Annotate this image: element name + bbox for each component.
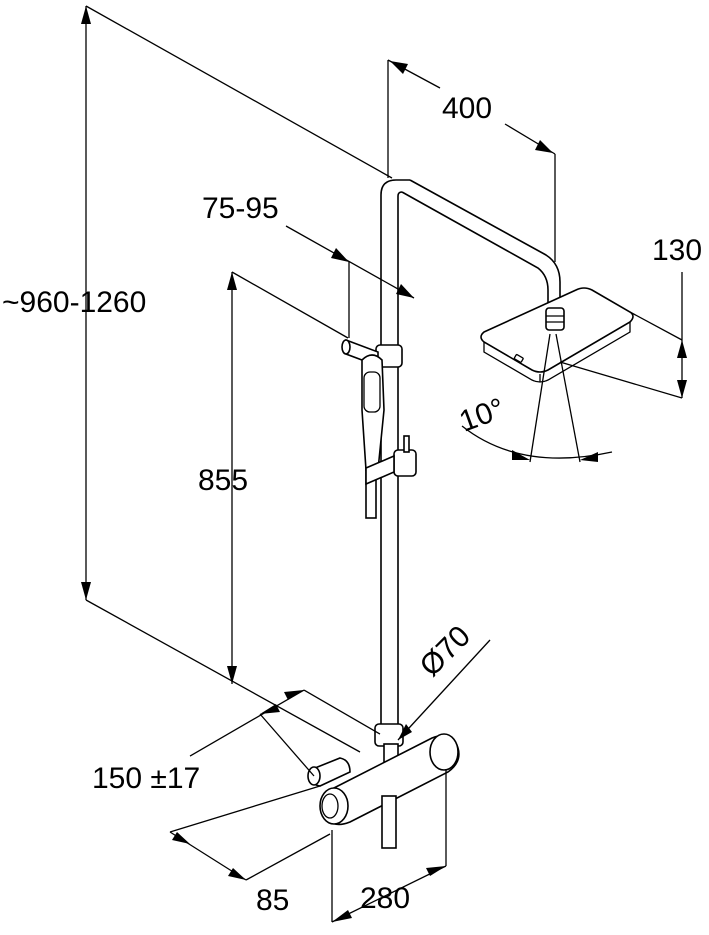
mixer-centres-label: 150 ±17 xyxy=(92,762,200,795)
pipe-diameter-label: Ø70 xyxy=(414,620,477,683)
spray-angle-label: 10° xyxy=(455,392,509,439)
shower-system-outline xyxy=(307,179,634,849)
riser-pipe-right-edge xyxy=(397,191,403,740)
lower-pipe-fitting xyxy=(374,723,404,763)
riser-pipe-left-edge xyxy=(380,179,410,740)
head-projection-label: 400 xyxy=(442,92,492,125)
thermostatic-mixer xyxy=(307,733,460,849)
overhead-shower-head xyxy=(480,287,634,383)
mixer-width-label: 280 xyxy=(360,882,410,915)
holder-range-label: 75-95 xyxy=(202,192,279,225)
total-height-label: ~960-1260 xyxy=(2,286,146,319)
holder-height-label: 855 xyxy=(198,464,248,497)
arm-pipe-top xyxy=(409,179,561,310)
head-height-label: 130 xyxy=(652,234,702,267)
wall-offset-label: 85 xyxy=(256,884,289,917)
arm-pipe-bottom xyxy=(401,191,549,310)
hand-shower xyxy=(361,354,417,519)
dimension-lines xyxy=(81,5,687,923)
